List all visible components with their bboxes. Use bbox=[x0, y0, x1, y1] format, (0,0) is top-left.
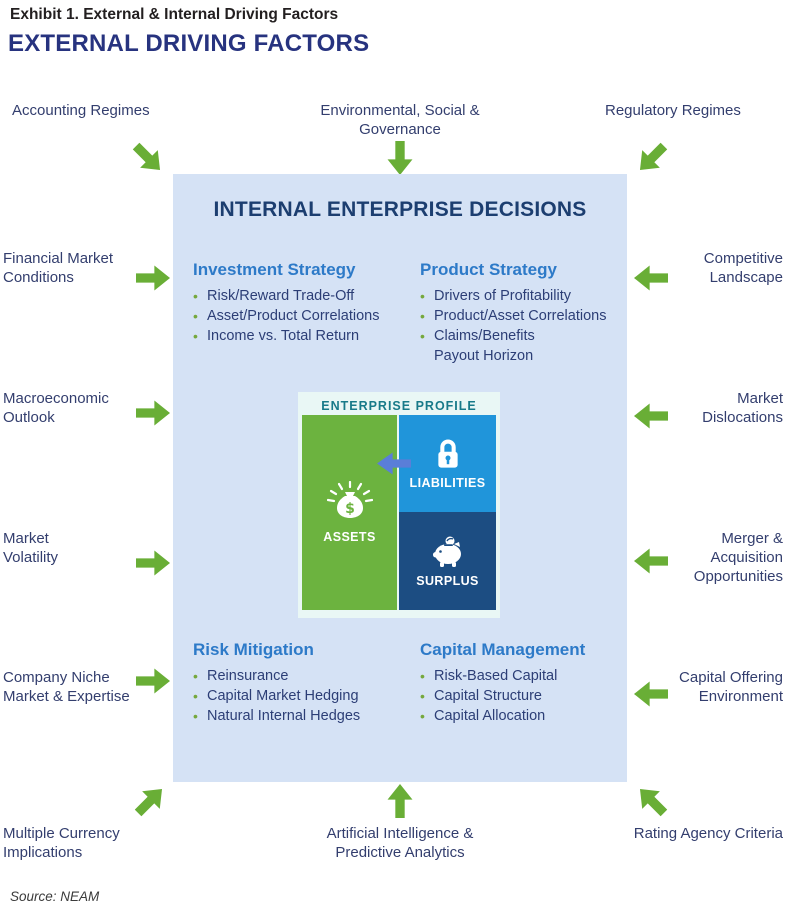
label-regulatory-regimes: Regulatory Regimes bbox=[605, 102, 741, 119]
svg-text:$: $ bbox=[345, 501, 355, 517]
label-esg: Environmental, Social & Governance bbox=[320, 102, 480, 138]
list-item: • Reinsurance bbox=[193, 666, 360, 686]
enterprise-profile-panel: ENTERPRISE PROFILE $ bbox=[298, 392, 500, 618]
internal-enterprise-decisions-title: INTERNAL ENTERPRISE DECISIONS bbox=[213, 198, 587, 221]
label-merger-acquisition: Merger & Acquisition Opportunities bbox=[693, 530, 783, 585]
assets-block: $ ASSETS bbox=[302, 415, 397, 610]
bullet-icon: • bbox=[420, 308, 425, 324]
list-item-text: Product/Asset Correlations bbox=[434, 308, 607, 324]
bullet-icon: • bbox=[420, 688, 425, 704]
arrow-capital-offering-icon bbox=[634, 681, 668, 707]
internal-enterprise-decisions-box: INTERNAL ENTERPRISE DECISIONS Investment… bbox=[173, 174, 627, 782]
list-item-text: Claims/Benefits Payout Horizon bbox=[434, 328, 535, 364]
list-item: • Risk-Based Capital bbox=[420, 666, 557, 686]
bullet-icon: • bbox=[420, 668, 425, 684]
liabilities-label: LIABILITIES bbox=[409, 476, 486, 490]
list-item-text: Reinsurance bbox=[207, 668, 289, 684]
enterprise-profile-title: ENTERPRISE PROFILE bbox=[321, 399, 477, 413]
investment-strategy-list: • Risk/Reward Trade-Off • Asset/Product Co… bbox=[193, 286, 379, 346]
arrow-accounting-regimes-icon bbox=[127, 137, 169, 179]
list-item-text: Drivers of Profitability bbox=[434, 288, 571, 304]
arrow-company-niche-icon bbox=[136, 668, 170, 694]
arrow-regulatory-regimes-icon bbox=[631, 137, 673, 179]
label-multiple-currency: Multiple Currency Implications bbox=[3, 825, 120, 861]
heading-risk-mitigation: Risk Mitigation bbox=[193, 640, 314, 659]
label-rating-agency: Rating Agency Criteria bbox=[633, 825, 783, 842]
lock-icon bbox=[437, 439, 458, 468]
bullet-icon: • bbox=[193, 288, 198, 304]
assets-label: ASSETS bbox=[323, 530, 376, 544]
list-item: • Income vs. Total Return bbox=[193, 326, 379, 346]
arrow-multiple-currency-icon bbox=[129, 780, 171, 822]
capital-management-list: • Risk-Based Capital • Capital Structure •… bbox=[420, 666, 557, 726]
arrow-competitive-landscape-icon bbox=[634, 265, 668, 291]
list-item-text: Capital Market Hedging bbox=[207, 688, 359, 704]
list-item-text: Natural Internal Hedges bbox=[207, 708, 361, 724]
arrow-market-dislocations-icon bbox=[634, 403, 668, 429]
heading-investment-strategy: Investment Strategy bbox=[193, 260, 356, 279]
list-item: • Capital Allocation bbox=[420, 706, 557, 726]
list-item: • Drivers of Profitability bbox=[420, 286, 606, 306]
label-financial-market-conditions: Financial Market Conditions bbox=[3, 250, 114, 286]
label-market-dislocations: Market Dislocations bbox=[702, 390, 783, 426]
list-item-text: Capital Allocation bbox=[434, 708, 546, 724]
label-company-niche: Company Niche Market & Expertise bbox=[3, 669, 130, 705]
list-item-text: Risk-Based Capital bbox=[434, 668, 558, 684]
product-strategy-list: • Drivers of Profitability • Product/Asset… bbox=[420, 286, 606, 366]
bullet-icon: • bbox=[193, 688, 198, 704]
piggy-bank-icon bbox=[432, 536, 461, 567]
arrow-merger-acquisition-icon bbox=[634, 548, 668, 574]
surplus-label: SURPLUS bbox=[416, 573, 479, 588]
arrow-ai-analytics-icon bbox=[387, 784, 413, 818]
list-item: • Capital Structure bbox=[420, 686, 557, 706]
bullet-icon: • bbox=[193, 308, 198, 324]
arrow-esg-icon bbox=[387, 141, 413, 175]
list-item: • Product/Asset Correlations bbox=[420, 306, 606, 326]
arrow-rating-agency-icon bbox=[631, 780, 673, 822]
heading-capital-management: Capital Management bbox=[420, 640, 586, 659]
exhibit-title: Exhibit 1. External & Internal Driving F… bbox=[10, 6, 339, 23]
list-item-text: Risk/Reward Trade-Off bbox=[207, 288, 355, 304]
money-bag-icon: $ bbox=[326, 481, 373, 518]
bullet-icon: • bbox=[420, 708, 425, 724]
list-item: • Capital Market Hedging bbox=[193, 686, 360, 706]
list-item: • Risk/Reward Trade-Off bbox=[193, 286, 379, 306]
list-item-text: Asset/Product Correlations bbox=[207, 308, 380, 324]
external-driving-factors-title: EXTERNAL DRIVING FACTORS bbox=[8, 30, 370, 57]
surplus-block: SURPLUS bbox=[399, 512, 496, 610]
list-item: • Natural Internal Hedges bbox=[193, 706, 360, 726]
arrow-macroeconomic-outlook-icon bbox=[136, 400, 170, 426]
bullet-icon: • bbox=[420, 328, 425, 344]
bullet-icon: • bbox=[420, 288, 425, 304]
label-macroeconomic-outlook: Macroeconomic Outlook bbox=[3, 390, 109, 426]
label-market-volatility: Market Volatility bbox=[3, 530, 59, 566]
heading-product-strategy: Product Strategy bbox=[420, 260, 557, 279]
risk-mitigation-list: • Reinsurance • Capital Market Hedging • Na… bbox=[193, 666, 360, 726]
bullet-icon: • bbox=[193, 708, 198, 724]
bullet-icon: • bbox=[193, 328, 198, 344]
arrow-financial-market-conditions-icon bbox=[136, 265, 170, 291]
list-item-text: Income vs. Total Return bbox=[207, 328, 360, 344]
bullet-icon: • bbox=[193, 668, 198, 684]
source-note: Source: NEAM bbox=[10, 889, 100, 904]
list-item-text: Capital Structure bbox=[434, 688, 542, 704]
label-ai-analytics: Artificial Intelligence & Predictive Ana… bbox=[326, 825, 474, 861]
list-item: • Asset/Product Correlations bbox=[193, 306, 379, 326]
arrow-market-volatility-icon bbox=[136, 550, 170, 576]
label-accounting-regimes: Accounting Regimes bbox=[12, 102, 150, 119]
list-item: • Claims/Benefits Payout Horizon bbox=[420, 326, 606, 366]
label-competitive-landscape: Competitive Landscape bbox=[703, 250, 783, 286]
liabilities-block: LIABILITIES bbox=[399, 415, 496, 512]
label-capital-offering: Capital Offering Environment bbox=[679, 669, 783, 705]
